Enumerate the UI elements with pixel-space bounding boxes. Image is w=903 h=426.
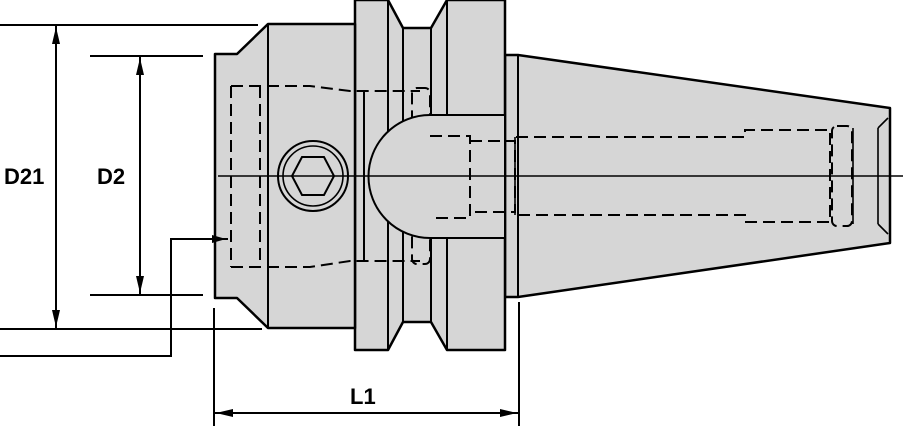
d21-label: D21 [4, 164, 44, 189]
dimension-d2: D2 [90, 55, 203, 296]
leader-line [0, 235, 228, 357]
dimension-l1: L1 [213, 302, 520, 426]
d2-label: D2 [97, 164, 125, 189]
l1-label: L1 [350, 384, 376, 409]
dimension-d21: D21 [0, 24, 262, 330]
